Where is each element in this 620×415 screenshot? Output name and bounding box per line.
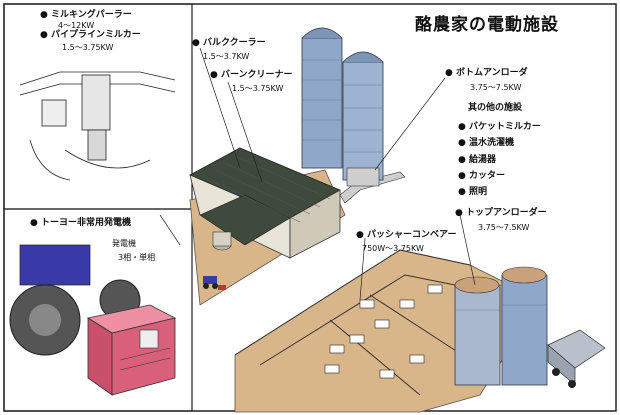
leader-lines [159,47,476,301]
top-unloader-power: 3.75～7.5KW [478,223,530,232]
other-facility-item: ● 照明 [458,187,488,197]
milking-parlor-name: ミルキングパーラー [51,10,132,20]
pusher-conveyor-name: パッシャーコンベアー [367,230,457,240]
bulk-cooler-power: 1.5～3.7KW [203,52,250,61]
milking-machine [19,71,176,181]
other-facility-item: ● 温水洗濯機 [458,138,515,148]
pusher-conveyor-label: ● パッシャーコンベアー [356,230,457,240]
top-unloader-name: トップアンローダー [466,208,547,218]
other-facilities-heading: 其の他の施設 [468,103,523,113]
generator-unit [86,304,177,396]
generator-label: ● トーヨー非常用発電機 [30,218,132,228]
generator-phase: 3相・単相 [118,253,156,262]
pipeline-milker-power: 1.5～3.75KW [62,43,114,52]
bulk-cooler-name: バルククーラー [203,38,266,48]
feed-truck [547,329,606,388]
other-facility-label: 給湯器 [469,155,497,165]
barn [189,147,341,259]
tractor [9,244,141,356]
other-facility-label: 温水洗濯機 [469,138,515,148]
barn-vehicle [203,276,226,290]
pipeline-milker-label: ● パイプラインミルカー [40,30,141,40]
other-facility-label: カッター [469,171,506,181]
barn-cleaner-power: 1.5～3.75KW [232,84,284,93]
bottom-unloader-name: ボトムアンローダ [456,68,528,78]
yard-fence [234,249,471,396]
milking-parlor-label: ● ミルキングパーラー [40,10,132,20]
bottom-unloader-power: 3.75～7.5KW [470,83,522,92]
generator-name: トーヨー非常用発電機 [41,218,132,228]
other-facility-item: ● バケットミルカー [458,122,541,132]
other-facility-label: 照明 [469,187,488,197]
generator-inset-frame [3,208,193,412]
yard-silos [454,266,548,386]
barn-cleaner-name: バーンクリーナー [221,70,293,80]
pusher-conveyor-power: 750W～3.75KW [362,244,424,253]
other-facility-item: ● 給湯器 [458,155,497,165]
bulk-cooler-label: ● バルククーラー [192,38,266,48]
milking-parlor-power: 4～12KW [58,21,95,30]
cows [324,284,443,379]
pipeline-milker-name: パイプラインミルカー [51,30,141,40]
bottom-unloader-label: ● ボトムアンローダ [445,68,528,78]
other-facility-label: バケットミルカー [469,122,541,132]
generator-sublabel: 発電機 [112,239,136,248]
tall-silos [301,27,384,187]
page-title: 酪農家の電動施設 [415,15,559,35]
other-facility-item: ● カッター [458,171,506,181]
top-unloader-label: ● トップアンローダー [455,208,547,218]
barn-cleaner-label: ● バーンクリーナー [210,70,293,80]
